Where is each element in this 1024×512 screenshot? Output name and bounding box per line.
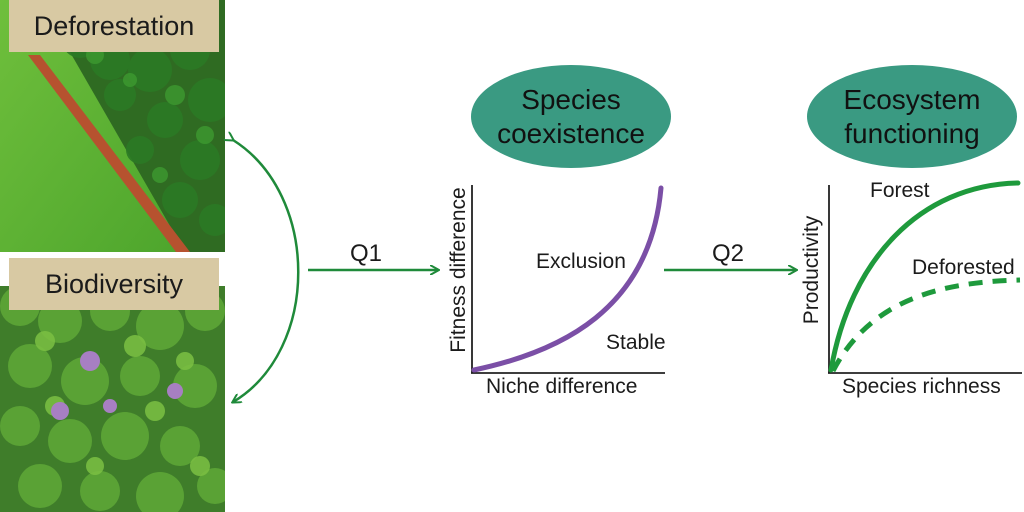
forest-curve-label: Forest: [870, 179, 930, 203]
stable-region-label: Stable: [606, 331, 666, 355]
q1-label: Q1: [350, 240, 382, 268]
double-headed-curved-arrow: [233, 140, 298, 402]
species-coexistence-oval: Species coexistence: [471, 65, 671, 168]
q2-label: Q2: [712, 240, 744, 268]
coexistence-x-axis-label: Niche difference: [486, 375, 637, 399]
deforested-curve-label: Deforested: [912, 256, 1015, 280]
functioning-title-line1: Ecosystem: [844, 83, 981, 117]
deforested-curve: [833, 280, 1020, 371]
functioning-title-line2: functioning: [844, 117, 979, 151]
coexistence-title-line2: coexistence: [497, 117, 645, 151]
coexistence-title-line1: Species: [521, 83, 621, 117]
functioning-y-axis-label: Productivity: [800, 210, 824, 330]
exclusion-region-label: Exclusion: [536, 250, 626, 274]
coexistence-y-axis-label: Fitness difference: [447, 180, 471, 360]
ecosystem-functioning-oval: Ecosystem functioning: [807, 65, 1017, 168]
functioning-x-axis-label: Species richness: [842, 375, 1001, 399]
